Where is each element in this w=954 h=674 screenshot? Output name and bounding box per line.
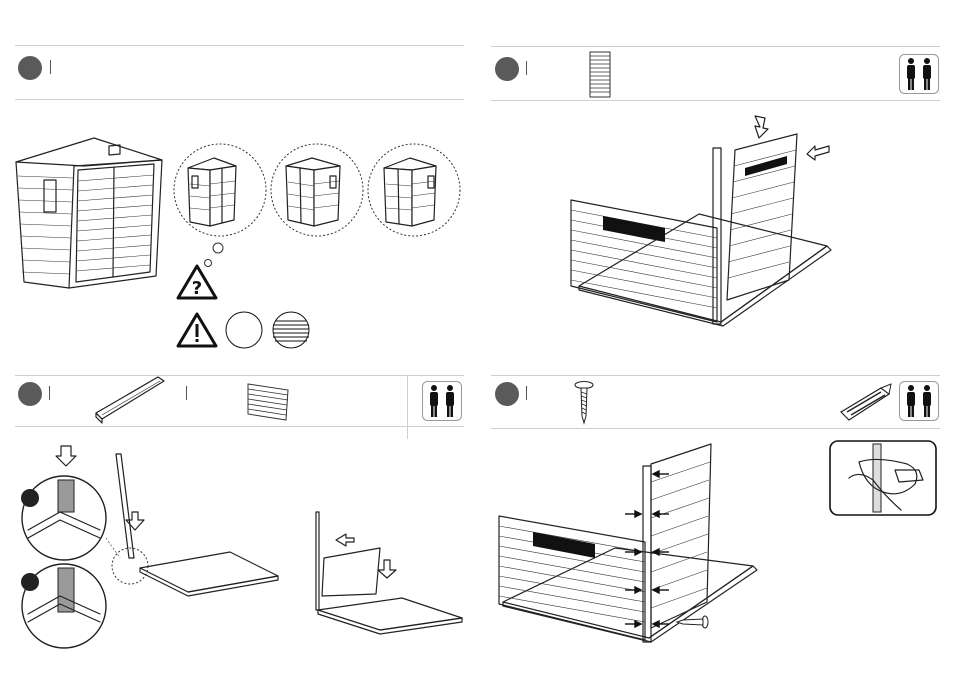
header-tick: [186, 386, 187, 400]
caution-warning-icon: [176, 312, 312, 350]
header-bottom-rule: [15, 99, 464, 100]
header-tick: [526, 386, 527, 400]
step-badge: [495, 57, 519, 81]
question-warning-icon: ?: [176, 264, 218, 300]
svg-text:?: ?: [192, 278, 202, 299]
corner-profile-part-icon: [94, 375, 166, 425]
panel-step-b: [0, 370, 477, 674]
header-top-rule: [491, 46, 940, 47]
drill-detail-illustration: [829, 440, 937, 516]
panel-step-c: [477, 370, 954, 674]
shed-orientation-thought-icon: [174, 144, 464, 256]
panel-floor-illustration: [310, 510, 466, 634]
panel-step-a: [477, 0, 954, 370]
screw-assembly-illustration: [497, 442, 767, 642]
two-persons-icon: [899, 381, 939, 421]
wall-panel-part-icon: [246, 382, 290, 422]
screwdriver-tool-icon: [837, 382, 893, 422]
header-tick: [526, 61, 527, 75]
header-bottom-rule: [15, 426, 464, 427]
panel-intro: ?: [0, 0, 477, 370]
screw-part-icon: [573, 380, 595, 424]
two-persons-icon: [422, 381, 462, 421]
shed-illustration: [14, 136, 164, 288]
post-floor-illustration: [110, 454, 282, 594]
header-top-rule: [15, 45, 464, 46]
header-tick: [49, 386, 50, 400]
header-bottom-rule: [491, 428, 940, 429]
header-top-rule: [15, 375, 464, 376]
two-persons-icon: [899, 54, 939, 94]
step-badge: [18, 382, 42, 406]
header-tick: [50, 60, 51, 74]
step-badge: [495, 382, 519, 406]
header-bottom-rule: [491, 100, 940, 101]
wall-assembly-illustration: [569, 116, 839, 331]
header-separator: [407, 375, 408, 439]
wall-panel-part-icon: [589, 51, 611, 98]
header-top-rule: [491, 375, 940, 376]
step-badge: [18, 56, 42, 80]
